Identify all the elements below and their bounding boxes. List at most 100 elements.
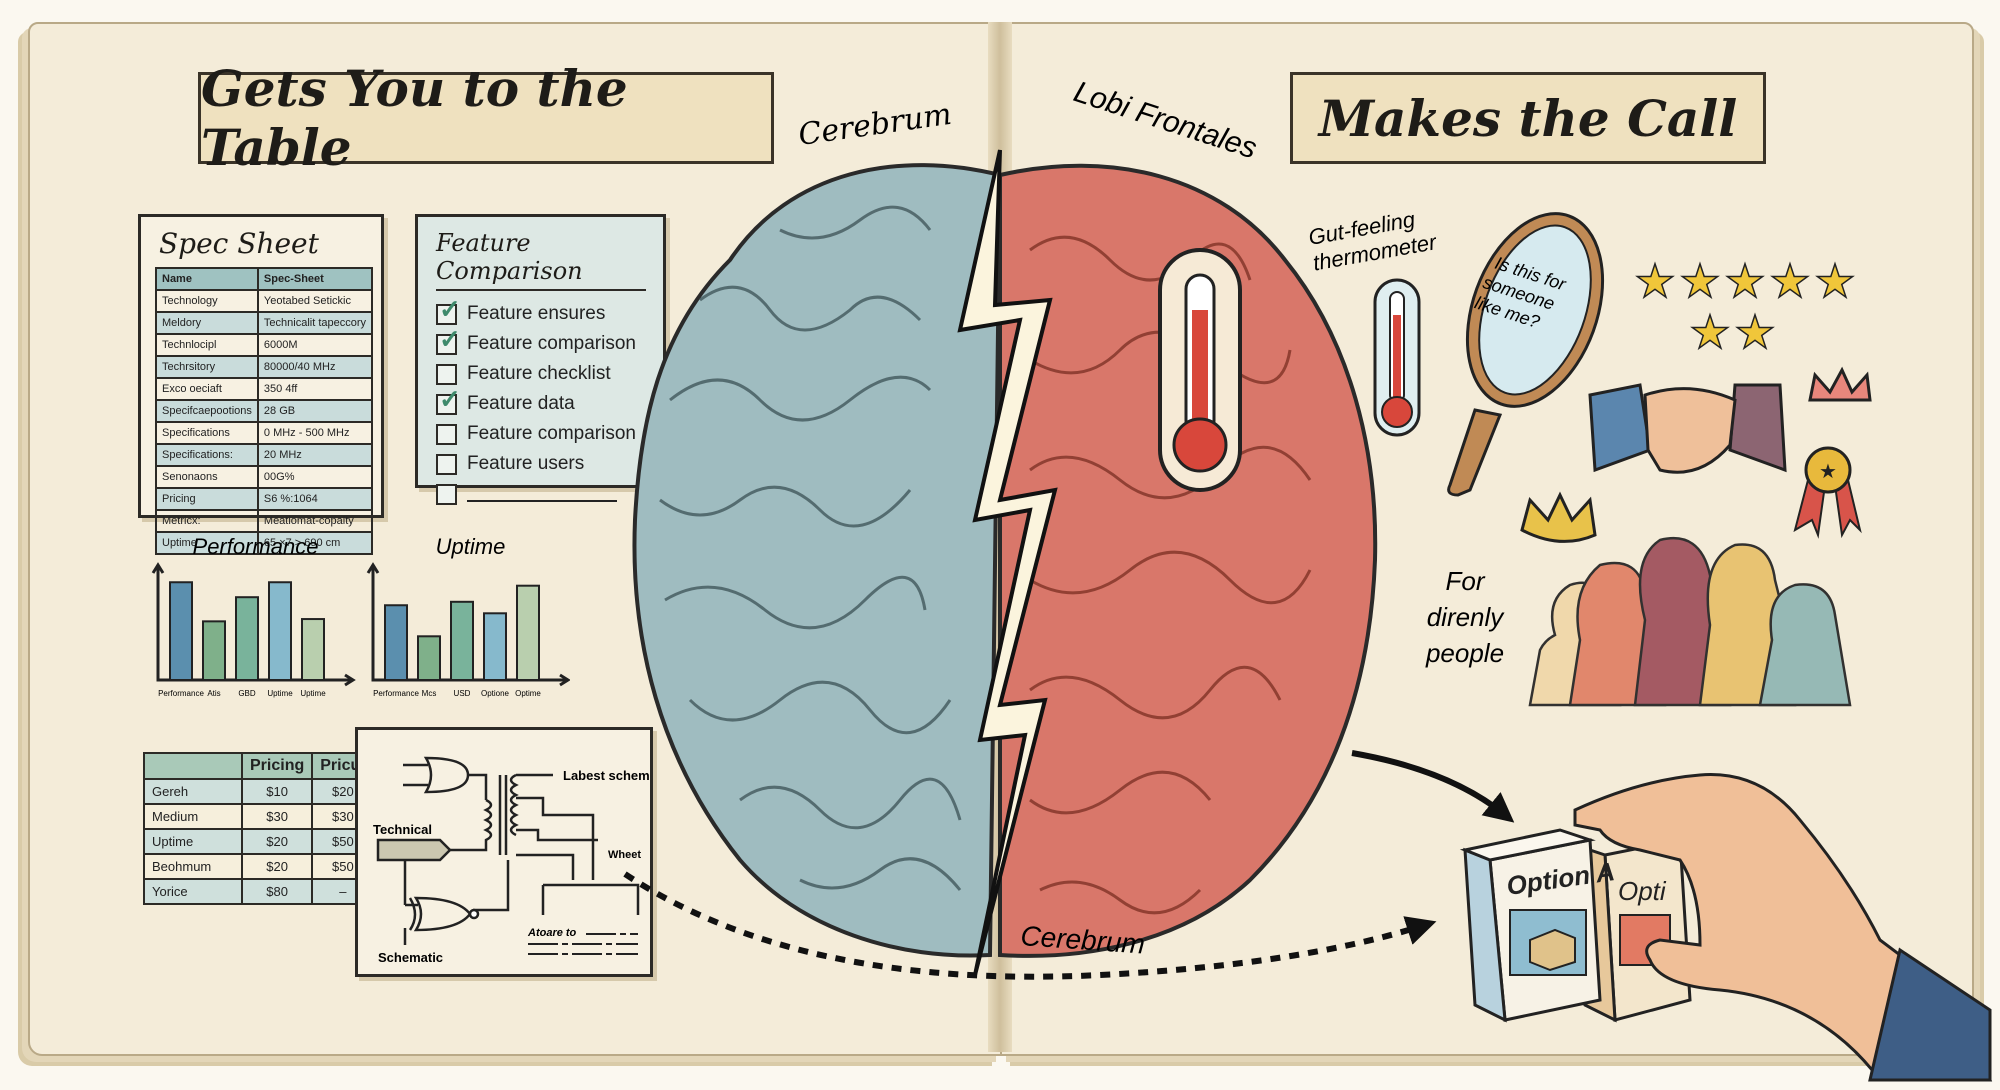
schematic-label-schematic: Schematic [378,950,443,965]
feature-checklist: Feature ensuresFeature comparisonFeature… [436,294,663,509]
star-icon: ★ [1689,306,1730,358]
pricing-cell: $10 [240,778,314,805]
curved-arrow-icon [1351,750,1515,823]
brain-left-hemisphere [632,163,1003,958]
gold-crown-icon [1520,491,1597,543]
spec-value: Meatiomat-copalty [256,509,374,533]
technical-block [376,838,452,862]
spec-row: Metricx:Meatiomat-copalty [155,509,374,533]
spec-value: 0 MHz - 500 MHz [256,421,374,445]
svg-text:★: ★ [1819,461,1837,483]
star-icon: ★ [1769,255,1810,307]
brain-illustration [632,149,1378,976]
tick-label: Performance [158,689,204,698]
bar [235,596,259,681]
spec-name: Technlocipl [155,333,259,357]
spec-name: Specifcaepootions [155,399,259,423]
feature-label: Feature checklist [467,363,611,384]
checkbox[interactable] [436,294,461,325]
pricing-cell: $20 [240,853,314,880]
tick-label: Optione [481,689,510,698]
feature-item: Feature comparison [436,324,663,359]
pricing-cell: Gereh [143,778,243,805]
spec-value: S6 %:1064 [256,487,374,511]
feature-label: Feature data [467,393,575,414]
sleeve [1868,947,1992,1082]
spec-name: Technology [155,289,259,313]
star-icon: ★ [1724,255,1765,307]
bar [483,612,507,681]
schematic-label-technical: Technical [373,822,432,837]
spec-name: Name [155,267,259,291]
tick-label: GBD [238,689,256,698]
pricing-cell: Medium [143,803,243,830]
bar [169,581,193,681]
checkbox[interactable] [436,384,461,415]
checkbox[interactable] [436,483,457,505]
tick-label: Uptime [300,689,326,698]
right-banner: Makes the Call [1290,72,1766,164]
tick-label: Uptime [267,689,293,698]
pricing-cell [143,752,243,780]
feature-label: Feature comparison [467,423,636,444]
checkbox[interactable] [436,324,461,355]
feature-label: Feature ensures [467,303,606,324]
tick-label: Atis [207,689,220,698]
spec-row: Specifications:20 MHz [155,443,374,467]
schematic-note: Atoare to [527,927,577,939]
pricing-cell: Beohmum [143,853,243,880]
checkbox[interactable] [436,423,457,445]
spec-value: 6000M [256,333,374,357]
pricing-cell: $30 [240,803,314,830]
pricing-cell: Pricing [240,752,314,780]
dotted-arrow-icon [623,871,1437,980]
pricing-row: Yorice$80– [143,878,375,905]
bar [268,581,292,681]
brain-label-top: Cerebrum [796,97,953,153]
spec-value: 28 GB [256,399,374,423]
checkbox[interactable] [436,453,457,475]
spec-value: Yeotabed Setickic [256,289,374,313]
spec-value: Spec-Sheet [256,267,374,291]
feature-item: Feature ensures [436,294,663,329]
pricing-cell: $20 [240,828,314,855]
feature-item: Feature users [436,449,663,479]
spec-value: 80000/40 MHz [256,355,374,379]
spec-value: Technicalit tapeccory [256,311,374,335]
diverse-people-silhouettes [1528,537,1852,707]
box-b-label: Opti [1618,876,1667,906]
star-icon: ★ [1814,255,1855,307]
spec-name: Specifications: [155,443,259,467]
coil-icon [443,798,493,852]
pricing-cell: $80 [240,878,314,905]
people-label-line: people [1425,638,1504,668]
chart-title: Performance [193,534,319,559]
pricing-cell: Yorice [143,878,243,905]
pricing-row: Medium$30$30 [143,803,375,830]
schematic-label-wheel: Wheet [608,849,641,861]
tick-label: Optime [515,689,541,698]
people-label-line: direnly [1427,602,1506,632]
pricing-cell: Uptime [143,828,243,855]
feature-label: Feature users [467,453,585,474]
chart-title: Uptime [436,534,506,559]
handshake-icon [1588,383,1787,474]
people-label-line: For [1446,566,1486,596]
spec-value: 00G% [256,465,374,489]
star-rating: ★★★★★★★ [1634,254,1857,359]
tick-label: USD [454,689,471,698]
feature-comparison-card: Feature Comparison Feature ensuresFeatur… [415,214,666,505]
spec-name: Specifications [155,421,259,445]
hand-mirror-icon [1447,212,1605,497]
pricing-row: Gereh$10$20 [143,778,375,805]
feature-item [436,479,663,509]
spec-name: Senonaons [155,465,259,489]
brain-thermometer-icon [1158,248,1242,492]
spec-name: Meldory [155,311,259,335]
